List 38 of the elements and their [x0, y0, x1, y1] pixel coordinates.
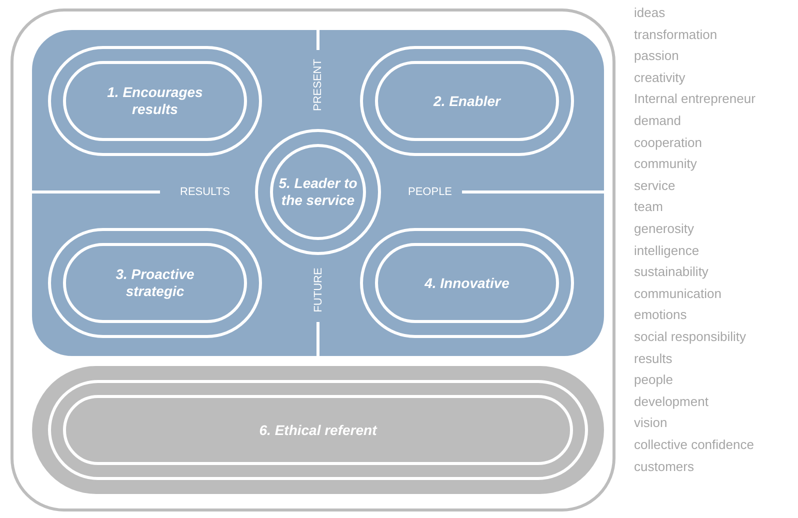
keyword-text: service	[634, 178, 676, 193]
pill-node	[48, 46, 262, 156]
keyword-text: sustainability	[634, 264, 708, 280]
keyword-text: emotions	[634, 307, 687, 322]
node-label: 4. Innovative	[424, 274, 510, 292]
axis-label: RESULTS	[180, 186, 230, 198]
keyword-text: passion	[634, 48, 679, 64]
pill-node	[360, 46, 574, 156]
keyword-text: communication	[634, 286, 722, 301]
node-label: 6. Ethical referent	[259, 422, 377, 438]
node-label: 3. Proactive strategic	[114, 266, 196, 300]
keyword-text: ideas	[634, 5, 666, 20]
keyword-text: intelligence	[634, 242, 700, 258]
node-label: 1. Encourages results	[106, 84, 204, 118]
circle-node	[255, 129, 381, 255]
pill-node	[48, 228, 262, 338]
keyword-text: community	[634, 156, 697, 172]
axis-label: PRESENT	[312, 59, 324, 111]
keyword-text: team	[634, 199, 663, 214]
node-label: 2. Enabler	[434, 92, 500, 110]
pill-node	[360, 228, 574, 338]
keyword-text: results	[634, 350, 672, 366]
pill-node	[48, 380, 588, 480]
keyword-text: customers	[634, 458, 694, 474]
keyword-text: demand	[634, 113, 681, 128]
keyword-text: Internal entrepreneur	[634, 91, 756, 106]
keyword-text: creativity	[634, 70, 686, 85]
keyword-text: collective confidence	[634, 437, 754, 452]
keyword-text: people	[634, 372, 674, 388]
keyword-text: vision	[634, 415, 668, 430]
keyword-text: generosity	[634, 221, 694, 236]
axis-label: FUTURE	[312, 268, 324, 312]
keyword-text: social responsibility	[634, 329, 746, 344]
axis-label: PEOPLE	[408, 186, 452, 198]
keyword-text: development	[634, 394, 708, 409]
keyword-text: cooperation	[634, 134, 702, 150]
node-label: 5. Leader to the service	[278, 175, 358, 209]
keyword-text: transformation	[634, 26, 718, 42]
